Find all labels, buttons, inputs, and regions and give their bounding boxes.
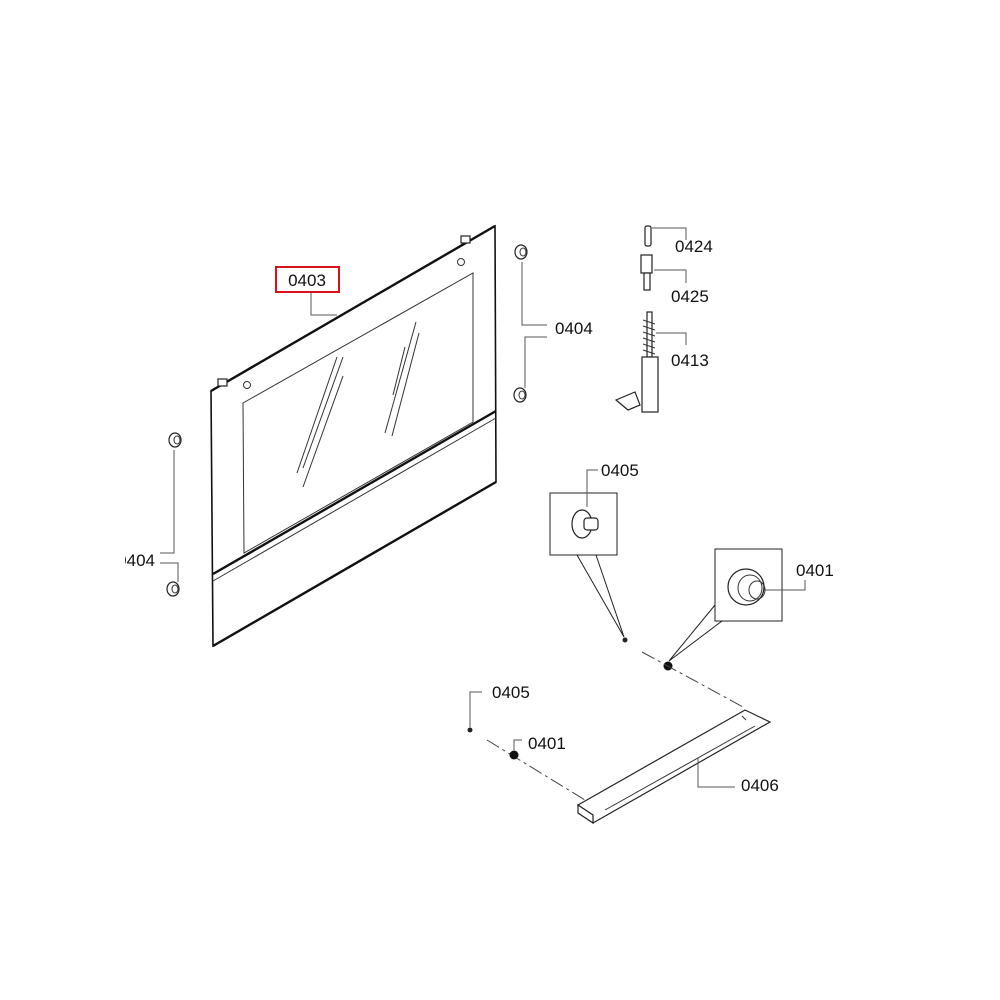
pin-holder-part[interactable]: [640, 254, 653, 291]
grommet-right-bottom[interactable]: [513, 387, 527, 403]
pin-part[interactable]: [644, 225, 652, 247]
svg-text:0403: 0403: [288, 271, 326, 290]
label-0406[interactable]: 0406: [741, 776, 779, 795]
leader-line: [586, 469, 598, 507]
label-0413[interactable]: 0413: [671, 351, 709, 370]
label-0401-top[interactable]: 0401: [796, 561, 834, 580]
label-0424[interactable]: 0424: [675, 237, 713, 256]
label-0405-bottom[interactable]: 0405: [492, 683, 530, 702]
leader-line: [765, 580, 806, 591]
label-0425[interactable]: 0425: [671, 287, 709, 306]
grommet-left-top[interactable]: [168, 432, 182, 448]
leader-line: [697, 758, 735, 788]
leader-line: [524, 336, 547, 388]
label-0404-left[interactable]: 0404: [117, 551, 155, 570]
cap-bottom-part[interactable]: [509, 750, 519, 760]
leader-line: [310, 292, 337, 316]
leader-line: [654, 269, 687, 283]
screw-detail-callout: [549, 492, 625, 638]
grommet-left-bottom[interactable]: [166, 581, 180, 597]
leader-line: [469, 691, 482, 727]
leader-line: [160, 562, 179, 582]
label-0403-highlighted[interactable]: 0403: [275, 266, 340, 293]
screw-top-part[interactable]: [622, 637, 628, 643]
cap-detail-callout: [668, 548, 783, 662]
label-0405-top[interactable]: 0405: [601, 461, 639, 480]
screw-bottom-part[interactable]: [467, 727, 473, 733]
grommet-right-top[interactable]: [514, 244, 528, 260]
leader-line: [513, 739, 522, 750]
hinge-part[interactable]: [614, 311, 659, 413]
leader-line: [652, 227, 687, 240]
label-0401-bottom[interactable]: 0401: [528, 734, 566, 753]
leader-line: [160, 450, 175, 554]
leader-line: [521, 262, 547, 326]
handle-part[interactable]: [577, 709, 772, 825]
label-0404-right[interactable]: 0404: [555, 319, 593, 338]
door-glass-part[interactable]: [210, 224, 497, 648]
leader-line: [656, 332, 687, 345]
